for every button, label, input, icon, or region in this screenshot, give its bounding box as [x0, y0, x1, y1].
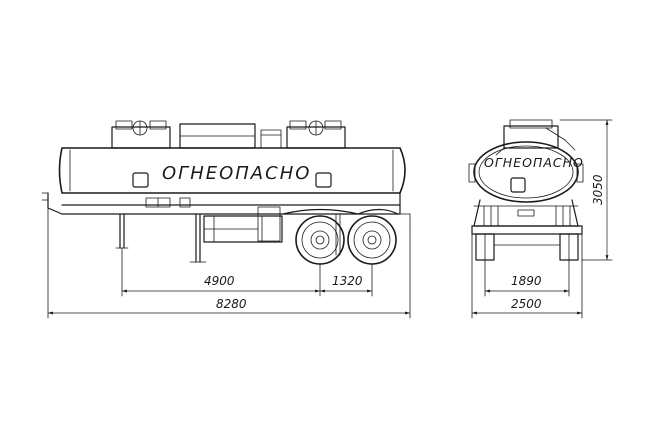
dim-8280: 8280	[48, 297, 410, 315]
top-hatch-rear	[286, 120, 346, 149]
side-cabinet	[203, 206, 283, 243]
rear-top-equipment	[495, 119, 576, 156]
rear-hazard-label: ОГНЕОПАСНО	[484, 155, 584, 170]
dim-1890: 1890	[485, 274, 569, 293]
front-wheel	[295, 215, 345, 265]
side-hazard-label: ОГНЕОПАСНО	[162, 163, 311, 184]
wheel-area	[282, 208, 411, 256]
rear-tank	[468, 141, 584, 203]
landing-gear	[115, 213, 129, 249]
dim-1320: 1320	[320, 274, 372, 293]
support-strut	[189, 213, 207, 263]
rear-frame	[471, 199, 583, 235]
top-hatch-front	[111, 120, 171, 149]
walkway-box	[179, 123, 282, 149]
dim-label-1320: 1320	[332, 274, 363, 288]
dim-4900: 4900	[122, 274, 320, 293]
rear-tank-panel	[315, 172, 332, 188]
dim-label-8280: 8280	[216, 297, 247, 311]
dim-label-4900: 4900	[204, 274, 235, 288]
rear-view: ОГНЕОПАСНО	[468, 119, 613, 319]
dim-2500: 2500	[472, 297, 582, 315]
rear-wheel	[347, 215, 397, 265]
dim-label-3050: 3050	[591, 174, 605, 205]
side-view: ОГНЕОПАСНО	[41, 120, 411, 319]
front-tank-panel	[132, 172, 149, 188]
dim-label-1890: 1890	[511, 274, 542, 288]
dim-label-2500: 2500	[511, 297, 542, 311]
chassis-frame	[41, 192, 401, 215]
dim-3050: 3050	[591, 120, 609, 260]
rear-wheels	[475, 233, 579, 261]
